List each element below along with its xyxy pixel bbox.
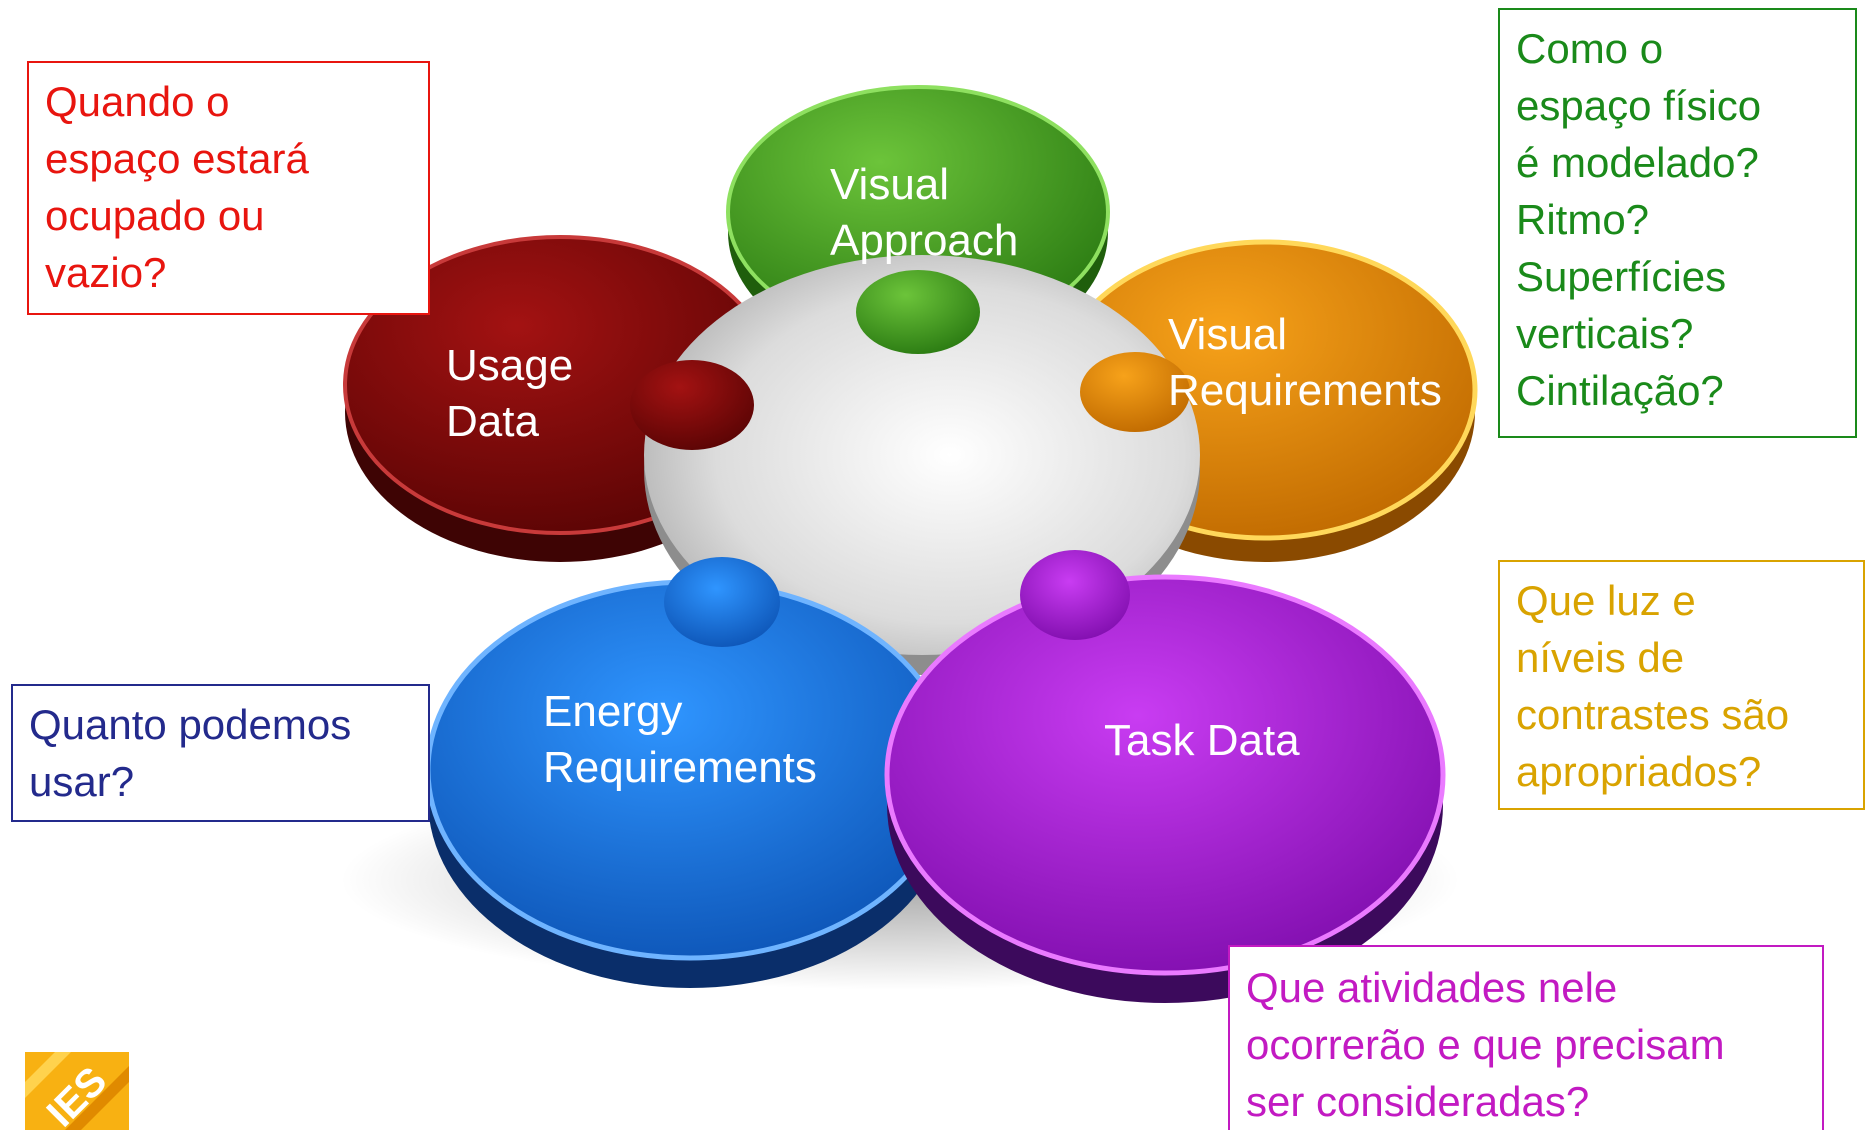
visual-requirements-callout-line-2: níveis de <box>1516 634 1685 681</box>
visual-requirements-callout-line-1: Que luz e <box>1516 577 1696 624</box>
visual-approach-callout: Como o espaço físico é modelado? Ritmo? … <box>1498 8 1857 438</box>
usage-callout-line-3: ocupado ou <box>45 192 265 239</box>
visual-approach-label-line-2: Approach <box>830 216 1019 265</box>
ies-logo: IES <box>25 1052 129 1130</box>
task-callout-line-3: ser consideradas? <box>1246 1078 1590 1125</box>
energy-requirements-petal <box>425 557 955 988</box>
visual-approach-callout-line-4: Ritmo? <box>1516 196 1650 243</box>
ies-logo-mark: IES <box>25 1052 129 1130</box>
visual-approach-callout-line-3: é modelado? <box>1516 139 1759 186</box>
visual-approach-label-line-1: Visual <box>830 160 950 209</box>
visual-approach-callout-line-2: espaço físico <box>1516 82 1762 129</box>
visual-approach-callout-line-5: Superfícies <box>1516 253 1727 300</box>
visual-approach-label: Visual Approach <box>830 157 1018 269</box>
energy-requirements-label-line-2: Requirements <box>543 743 817 792</box>
usage-callout-line-2: espaço estará <box>45 135 309 182</box>
usage-callout: Quando o espaço estará ocupado ou vazio? <box>27 61 430 315</box>
energy-callout: Quanto podemos usar? <box>11 684 430 822</box>
usage-callout-line-1: Quando o <box>45 78 230 125</box>
energy-requirements-label-line-1: Energy <box>543 687 683 736</box>
visual-requirements-label-line-2: Requirements <box>1168 366 1442 415</box>
visual-requirements-callout: Que luz e níveis de contrastes são aprop… <box>1498 560 1865 810</box>
visual-requirements-callout-line-4: apropriados? <box>1516 748 1762 795</box>
visual-approach-callout-line-6: verticais? <box>1516 310 1694 357</box>
energy-callout-line-2: usar? <box>29 758 135 805</box>
energy-callout-line-1: Quanto podemos <box>29 701 352 748</box>
visual-requirements-callout-line-3: contrastes são <box>1516 691 1790 738</box>
usage-data-label-line-1: Usage <box>446 341 574 390</box>
task-callout-line-2: ocorrerão e que precisam <box>1246 1021 1725 1068</box>
task-data-label-line-1: Task Data <box>1104 716 1300 765</box>
task-callout-line-1: Que atividades nele <box>1246 964 1618 1011</box>
task-callout: Que atividades nele ocorrerão e que prec… <box>1228 945 1824 1130</box>
usage-callout-line-4: vazio? <box>45 249 167 296</box>
task-data-label: Task Data <box>1104 713 1300 769</box>
usage-data-label-line-2: Data <box>446 397 539 446</box>
usage-data-label: Usage Data <box>446 338 573 450</box>
energy-requirements-label: Energy Requirements <box>543 684 817 796</box>
visual-requirements-label-line-1: Visual <box>1168 310 1288 359</box>
visual-approach-callout-line-7: Cintilação? <box>1516 367 1724 414</box>
task-data-petal <box>884 550 1446 1003</box>
visual-approach-callout-line-1: Como o <box>1516 25 1664 72</box>
visual-requirements-label: Visual Requirements <box>1168 307 1442 419</box>
